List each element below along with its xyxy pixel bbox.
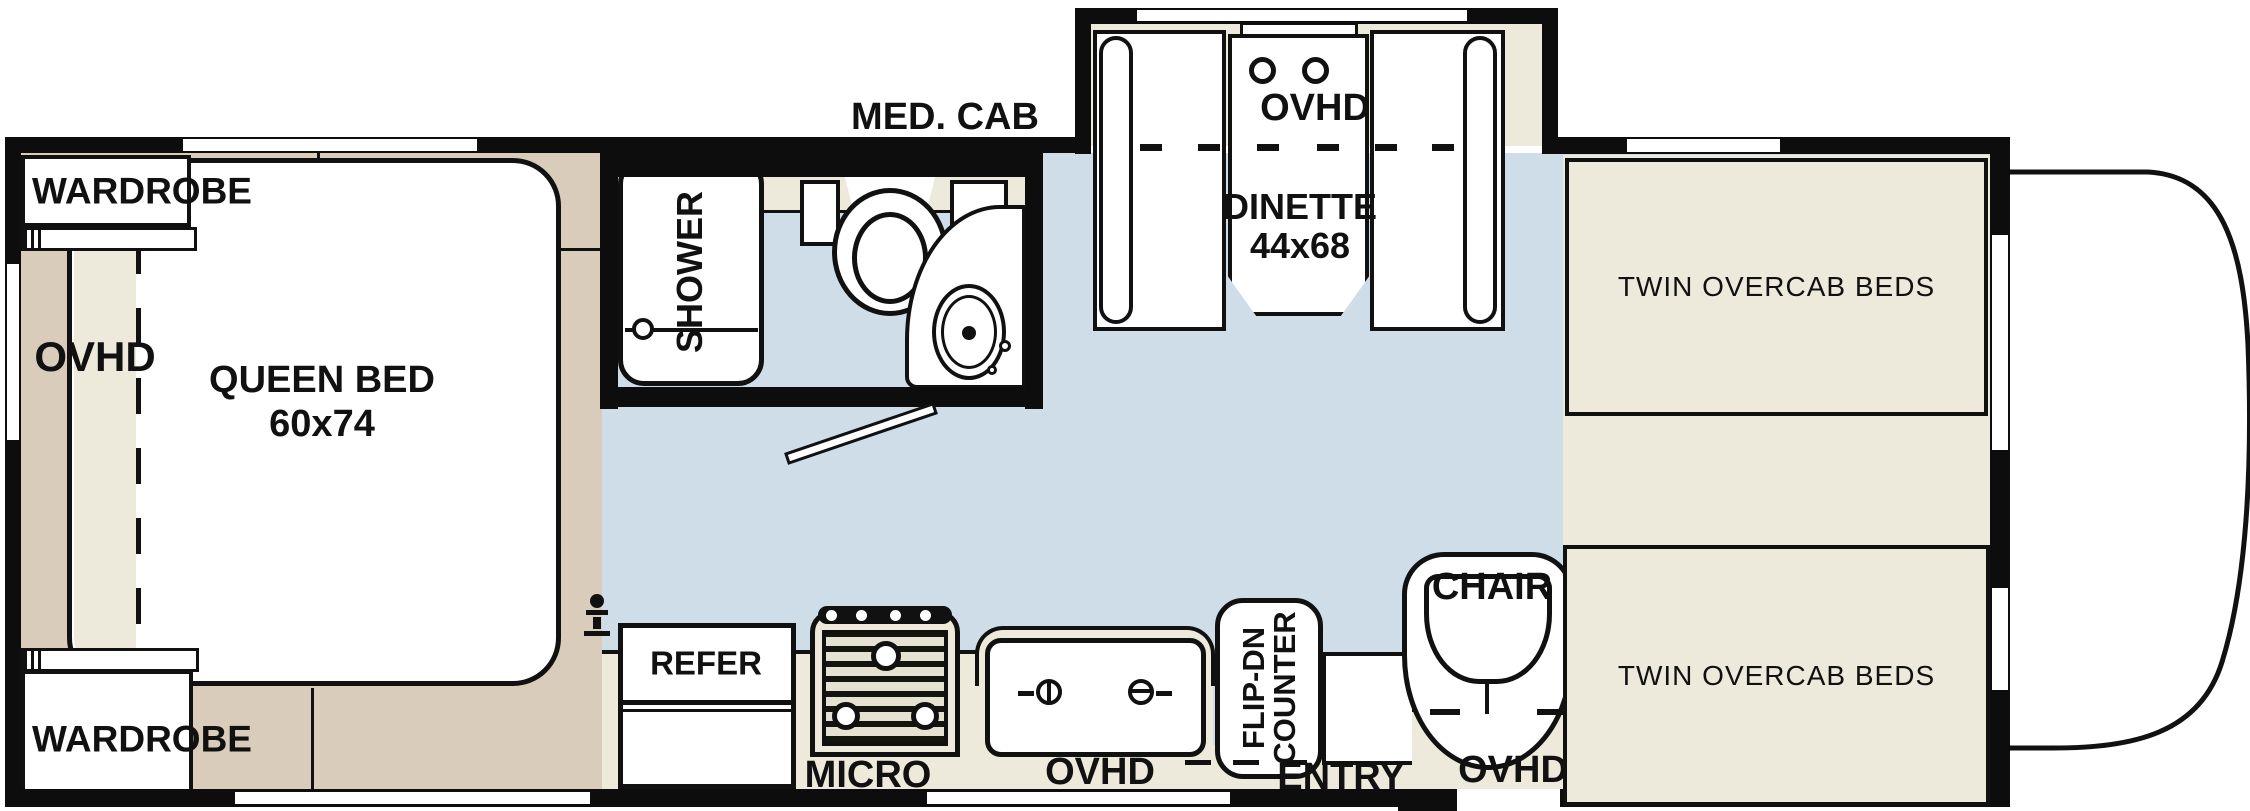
dinette-bench-left-back	[1099, 36, 1133, 324]
barrel-chair-stem	[1485, 684, 1489, 714]
wardrobe-bottom-hinge-ticks	[24, 651, 42, 669]
entry-label: ENTRY	[1277, 756, 1405, 798]
kitchen-faucet-left-handle	[1047, 681, 1051, 703]
refrigerator-label: REFER	[650, 644, 762, 682]
twin-overcab-bed-bottom-label: TWIN OVERCAB BEDS	[1617, 659, 1936, 691]
stove-knob-3	[890, 610, 901, 621]
kitchen-faucet-left-bar	[1018, 691, 1034, 696]
stove-knob-1	[826, 610, 837, 621]
window-top-bedroom	[183, 139, 477, 151]
window-bottom-bedroom	[235, 792, 590, 804]
bed-cabinet-divider-bottom	[311, 688, 314, 789]
bed-slide-dashed-line	[136, 168, 141, 676]
dinette-table	[1228, 34, 1369, 316]
dinette-slide-dash-5	[1375, 144, 1397, 151]
stove-burner-right	[911, 702, 939, 730]
refrigerator	[618, 623, 796, 789]
stove-burner-left	[832, 702, 860, 730]
dinette-slide-dash-2	[1198, 144, 1220, 151]
refrigerator-divider	[623, 700, 791, 705]
barrel-chair-seat	[1424, 574, 1552, 684]
twin-overcab-bed-bottom: TWIN OVERCAB BEDS	[1563, 545, 1990, 806]
wall-bathroom-left	[600, 137, 618, 409]
dinette-ovhd-label: OVHD	[1260, 87, 1370, 129]
shower	[618, 158, 764, 386]
stove-burner-top	[871, 641, 901, 671]
window-top-right	[1627, 139, 1780, 152]
stove-knob-4	[920, 610, 931, 621]
entry-outside-step	[1398, 789, 1457, 811]
flip-down-counter-label-line1: FLIP-DN	[1236, 626, 1271, 750]
wardrobe-bottom-label: WARDROBE	[32, 718, 252, 760]
kitchen-faucet-right-bar	[1156, 691, 1172, 696]
bath-sink-dot2	[987, 365, 997, 375]
wall-left	[5, 137, 21, 807]
flip-down-counter-label-line2: COUNTER	[1267, 611, 1302, 765]
flip-down-counter	[1215, 598, 1323, 779]
shower-label: SHOWER	[669, 191, 710, 353]
bedroom-ovhd-label: OVHD	[34, 333, 156, 380]
wall-top-bathroom	[600, 137, 1043, 177]
micro-label: MICRO	[804, 754, 932, 796]
chair-dash-left	[1430, 709, 1460, 715]
chair-ovhd-label: OVHD	[1458, 749, 1568, 791]
flip-down-counter-label: FLIP-DN COUNTER	[1236, 611, 1302, 765]
refrigerator-divider2	[623, 709, 791, 712]
kitchen-ovhd-label: OVHD	[1045, 751, 1155, 793]
dinette-slide-dash-4	[1317, 144, 1339, 151]
dinette-cupholder-2	[1302, 57, 1329, 84]
wardrobe-top	[21, 155, 191, 227]
kitchen-faucet-right-handle	[1131, 689, 1151, 693]
queen-bed-label-line1: QUEEN BED	[209, 359, 435, 401]
wall-dinette-slide-left	[1075, 8, 1091, 154]
window-left	[7, 264, 19, 440]
chair-label: CHAIR	[1431, 566, 1553, 608]
bath-sink-dot1	[999, 340, 1011, 352]
bath-sink-drain	[962, 326, 976, 340]
twin-overcab-bed-top: TWIN OVERCAB BEDS	[1565, 158, 1988, 416]
stove-knob-2	[856, 610, 867, 621]
shower-ledge-line	[625, 328, 758, 332]
wardrobe-top-hinge-ticks	[24, 229, 42, 249]
kitchen-sink	[985, 638, 1206, 757]
queen-bed-label-line2: 60x74	[269, 403, 375, 445]
dinette-slide-dash-6	[1432, 144, 1454, 151]
windshield-window-2	[1992, 588, 2008, 690]
stove-knob-strip	[818, 606, 952, 624]
twin-overcab-bed-top-label: TWIN OVERCAB BEDS	[1617, 271, 1936, 302]
wardrobe-top-shelf	[21, 227, 197, 251]
entry-door-opening	[1457, 789, 1560, 807]
dinette-bench-right-back	[1463, 36, 1497, 324]
wardrobe-top-label: WARDROBE	[32, 170, 252, 212]
entry-step-well	[1322, 652, 1416, 765]
windshield-window-1	[1992, 235, 2008, 450]
wall-bathroom-bottom	[600, 387, 1043, 407]
dinette-label-line1: DINETTE	[1222, 186, 1378, 227]
window-bottom-galley	[927, 792, 1230, 804]
dinette-cupholder-1	[1249, 57, 1276, 84]
dinette-slide-dash-1	[1140, 144, 1162, 151]
wardrobe-bottom	[21, 670, 193, 793]
wardrobe-bottom-shelf	[21, 648, 199, 672]
dinette-label-line2: 44x68	[1249, 225, 1351, 266]
wall-bathroom-right	[1025, 137, 1043, 409]
chair-dash-right	[1537, 709, 1567, 715]
entry-dashed-line	[1185, 760, 1322, 765]
med-cab-label: MED. CAB	[851, 96, 1039, 138]
cab-front-outline	[2010, 169, 2250, 751]
window-dinette-slide	[1137, 10, 1467, 21]
shower-drain	[632, 318, 654, 340]
dinette-slide-dash-3	[1257, 144, 1279, 151]
wall-dinette-slide-right	[1542, 8, 1558, 154]
